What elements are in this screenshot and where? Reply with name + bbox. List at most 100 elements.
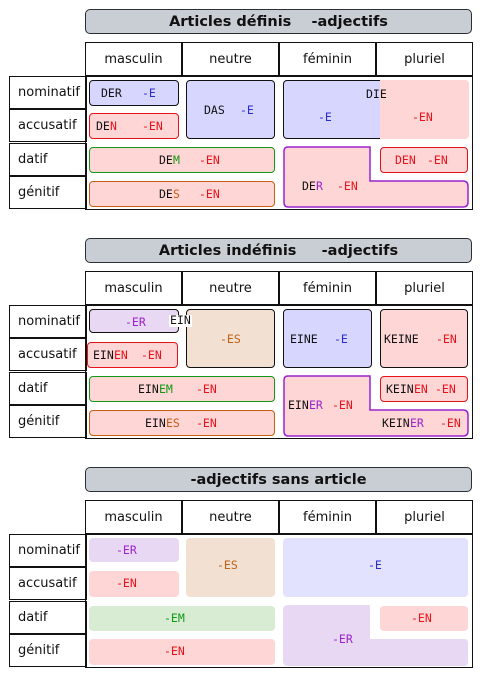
er-ending: -ER bbox=[125, 315, 146, 329]
keinen-ending: -EN bbox=[435, 382, 456, 396]
section-title-no-article: -adjectifs sans article bbox=[85, 467, 472, 492]
einen-ending: -EN bbox=[141, 348, 162, 362]
column-header-pluriel: pluriel bbox=[376, 500, 473, 534]
cell-ein-masc-nom: -ER bbox=[89, 309, 179, 333]
cell-masc-acc: -EN bbox=[89, 571, 179, 597]
column-header-neutre: neutre bbox=[182, 271, 279, 305]
ein-stem: EIN bbox=[169, 313, 192, 327]
column-header-feminin: féminin bbox=[279, 500, 376, 534]
column-header-neutre: neutre bbox=[182, 500, 279, 534]
cell-pl-dat: -EN bbox=[380, 606, 468, 631]
cell-masc-nom: -ER bbox=[89, 538, 179, 562]
column-header-pluriel: pluriel bbox=[376, 271, 473, 305]
cell-fem-dat-gen bbox=[283, 605, 468, 666]
eines-stem: EIN bbox=[145, 416, 166, 430]
dem-m: M bbox=[173, 153, 180, 167]
cell-fem-pl-nom-acc: -E bbox=[283, 538, 468, 597]
dem-ending: -EN bbox=[199, 153, 220, 167]
row-label-nominatif: nominatif bbox=[9, 76, 87, 109]
keiner-ending: -EN bbox=[440, 416, 461, 430]
column-header-neutre: neutre bbox=[182, 42, 279, 76]
die-ending-en: -EN bbox=[412, 110, 433, 124]
row-label-datif: datif bbox=[9, 372, 87, 405]
cell-masc-neutre-gen: -EN bbox=[89, 639, 275, 665]
den-pl-stem: DEN bbox=[395, 153, 416, 167]
row-label-nominatif: nominatif bbox=[9, 534, 87, 567]
einer-stem: EIN bbox=[288, 398, 309, 412]
cell-keine-pl: KEINE -EN bbox=[380, 309, 468, 368]
row-label-datif: datif bbox=[9, 601, 87, 634]
einen-en: EN bbox=[114, 348, 128, 362]
eines-es: ES bbox=[166, 416, 180, 430]
das-ending: -E bbox=[240, 103, 254, 117]
cell-den-pl-dat: DEN -EN bbox=[380, 147, 468, 173]
es-ending: -ES bbox=[220, 332, 241, 346]
m-acc-ending: -EN bbox=[116, 576, 137, 590]
row-label-accusatif: accusatif bbox=[9, 109, 87, 142]
der-stem: DER bbox=[101, 86, 122, 100]
einer-ending: -EN bbox=[332, 398, 353, 412]
column-header-masculin: masculin bbox=[85, 271, 182, 305]
row-label-accusatif: accusatif bbox=[9, 338, 87, 371]
cell-neutre-nom-acc: -ES bbox=[186, 538, 275, 597]
table-grid bbox=[85, 76, 473, 210]
row-label-genitif: génitif bbox=[9, 176, 87, 209]
row-label-accusatif: accusatif bbox=[9, 567, 87, 600]
cell-ein-neutre: -ES bbox=[186, 309, 275, 368]
section-title-indefinite: Articles indéfinis -adjectifs bbox=[85, 238, 472, 263]
der-fem-r: R bbox=[316, 179, 323, 193]
die-stem: DIE bbox=[366, 87, 387, 101]
des-ending: -EN bbox=[199, 187, 220, 201]
row-label-nominatif: nominatif bbox=[9, 305, 87, 338]
keiner-er: ER bbox=[410, 416, 424, 430]
dem-stem: DE bbox=[159, 153, 173, 167]
die-ending-e: -E bbox=[318, 110, 332, 124]
cell-masc-neutre-dat: -EM bbox=[89, 606, 275, 631]
keinen-stem: KEIN bbox=[386, 382, 414, 396]
f-nom-ending: -E bbox=[368, 558, 382, 572]
einem-ending: -EN bbox=[196, 382, 217, 396]
n-nom-ending: -ES bbox=[217, 558, 238, 572]
den-pl-ending: -EN bbox=[427, 153, 448, 167]
f-dat-ending: -ER bbox=[332, 632, 353, 646]
keiner-stem: KEIN bbox=[382, 416, 410, 430]
table-grid bbox=[85, 534, 473, 668]
des-stem: DE bbox=[159, 187, 173, 201]
der-ending: -E bbox=[142, 86, 156, 100]
dat-pl-ending: -EN bbox=[411, 611, 432, 625]
cell-der-fem-dat-gen bbox=[283, 146, 469, 208]
gen-m-ending: -EN bbox=[164, 644, 185, 658]
der-fem-stem: DE bbox=[302, 179, 316, 193]
column-header-feminin: féminin bbox=[279, 271, 376, 305]
einem-em: EM bbox=[159, 382, 173, 396]
die-plural-half bbox=[380, 80, 469, 139]
des-s: S bbox=[173, 187, 180, 201]
cell-die-fem-pl: DIE -E -EN bbox=[283, 80, 469, 139]
einem-stem: EIN bbox=[138, 382, 159, 396]
keine-stem: KEINE bbox=[384, 332, 419, 346]
einen-stem: EIN bbox=[93, 348, 114, 362]
keinen-en: EN bbox=[414, 382, 428, 396]
section-title-definite: Articles définis -adjectifs bbox=[85, 9, 472, 34]
den-ending: -EN bbox=[142, 119, 163, 133]
cell-einer-fem-dat-gen bbox=[283, 375, 469, 437]
cell-eine-fem: EINE -E bbox=[283, 309, 372, 368]
der-fem-ending: -EN bbox=[337, 179, 358, 193]
row-label-datif: datif bbox=[9, 143, 87, 176]
m-nom-ending: -ER bbox=[116, 543, 137, 557]
row-label-genitif: génitif bbox=[9, 405, 87, 438]
eines-ending: -EN bbox=[196, 416, 217, 430]
column-header-feminin: féminin bbox=[279, 42, 376, 76]
column-header-masculin: masculin bbox=[85, 500, 182, 534]
einer-er: ER bbox=[309, 398, 323, 412]
cell-der-masc-nom: DER -E bbox=[89, 80, 179, 106]
den-stem: DE bbox=[96, 119, 110, 133]
column-header-pluriel: pluriel bbox=[376, 42, 473, 76]
